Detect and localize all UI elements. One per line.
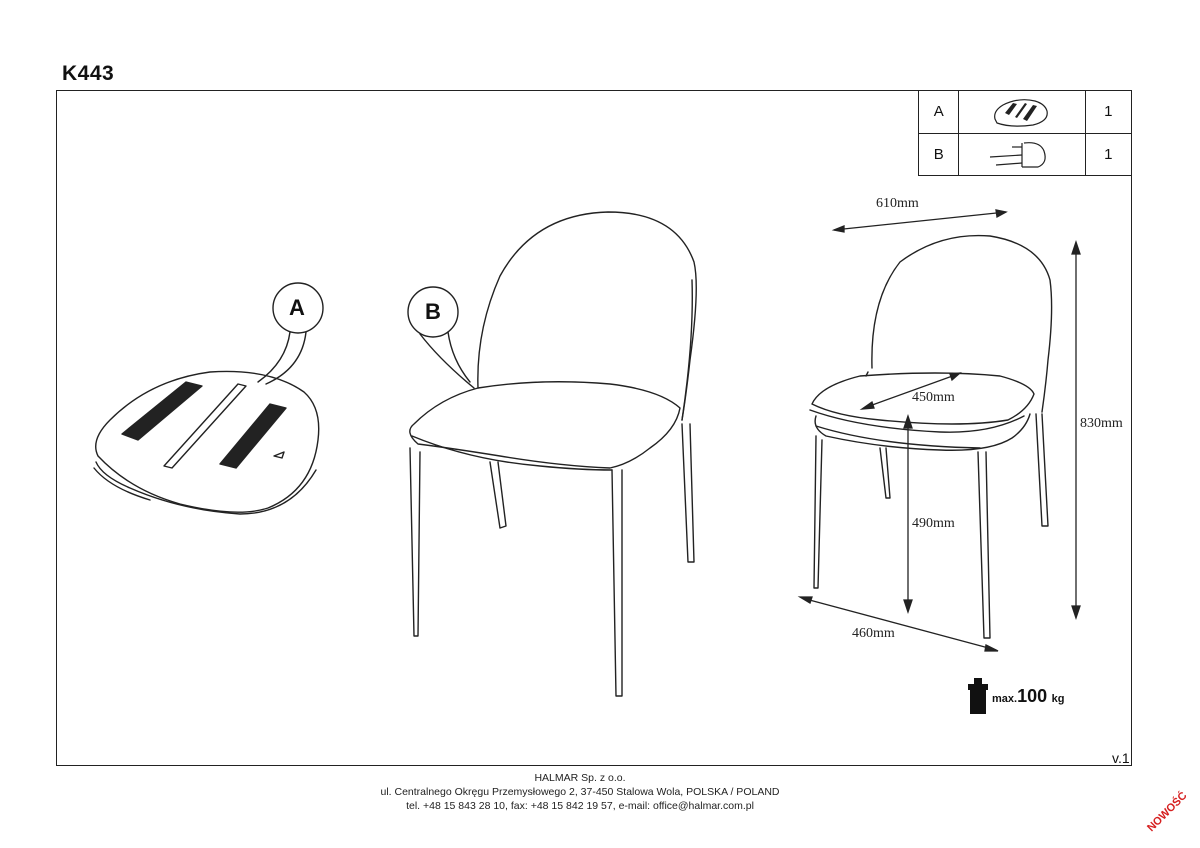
version-label: v.1: [1112, 750, 1130, 766]
drawing-frame: [56, 90, 1132, 766]
part-label: A: [917, 90, 960, 134]
dimension-height: 830mm: [1080, 416, 1123, 431]
parts-row-a: A 1: [917, 90, 1133, 134]
footer-contact: tel. +48 15 843 28 10, fax: +48 15 842 1…: [406, 800, 754, 812]
part-qty: 1: [1084, 132, 1133, 176]
part-label: B: [917, 132, 960, 176]
velcro-strip: [219, 403, 287, 469]
dimension-width: 610mm: [876, 196, 919, 211]
dimension-seat-height: 490mm: [912, 516, 955, 531]
max-load-value: 100: [1017, 686, 1048, 706]
seat-cushion-icon: [994, 98, 1048, 127]
product-code: K443: [62, 62, 115, 85]
velcro-strip: [121, 381, 203, 441]
weight-icon: [968, 678, 988, 714]
callout-b-circle: [407, 286, 459, 338]
callout-b-label: B: [425, 299, 441, 324]
chair-drawing-assembly: [409, 211, 697, 697]
part-qty: 1: [1084, 90, 1133, 134]
parts-row-b: B 1: [917, 132, 1133, 176]
dimension-depth: 460mm: [852, 626, 895, 641]
max-load-unit: kg: [1051, 693, 1065, 705]
max-load-prefix: max.: [992, 693, 1018, 705]
seat-cushion-drawing: [93, 370, 320, 515]
chair-drawing-dimensions: [809, 234, 1053, 639]
callout-a-circle: [272, 282, 324, 334]
footer-address: ul. Centralnego Okręgu Przemysłowego 2, …: [380, 786, 780, 798]
chair-frame-icon: [990, 142, 1046, 168]
footer-company: HALMAR Sp. z o.o.: [534, 772, 626, 784]
parts-table: A 1 B 1: [917, 90, 1133, 176]
company-footer: HALMAR Sp. z o.o. ul. Centralnego Okręgu…: [0, 771, 1160, 813]
dimension-seat-depth: 450mm: [912, 390, 955, 405]
callout-a-label: A: [289, 295, 305, 320]
seat-slot: [163, 383, 247, 469]
